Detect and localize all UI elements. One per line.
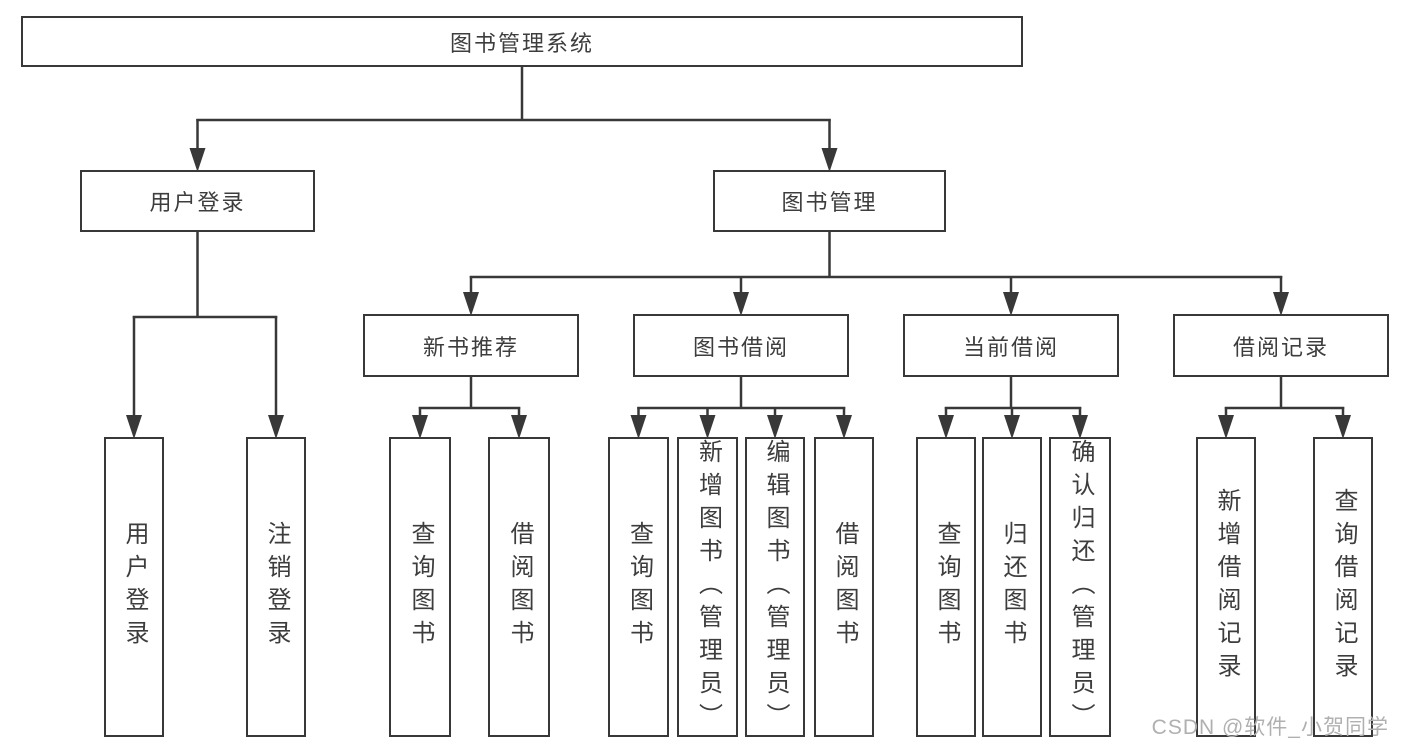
node-label-v-logout: 注销登录: [263, 521, 290, 653]
node-label-v-add-book: 新增图书（管理员）: [694, 439, 722, 736]
node-current-borrow: 当前借阅: [903, 314, 1119, 377]
arrowhead-icon: [733, 292, 749, 316]
node-label-book-mgmt: 图书管理: [781, 190, 878, 215]
arrowhead-icon: [189, 148, 206, 172]
node-v-confirm-return: 确认归还（管理员）: [1049, 437, 1111, 737]
node-v-query-book-1: 查询图书: [389, 437, 451, 737]
node-v-query-book-3: 查询图书: [916, 437, 976, 737]
node-label-borrow-record: 借阅记录: [1232, 334, 1329, 360]
csdn-watermark: CSDN @软件_小贺同学: [1151, 716, 1389, 739]
node-v-add-borrow-record: 新增借阅记录: [1196, 437, 1256, 737]
node-borrow-record: 借阅记录: [1173, 314, 1389, 377]
node-v-query-borrow-record: 查询借阅记录: [1313, 437, 1373, 737]
arrowhead-icon: [630, 415, 647, 439]
node-label-v-edit-book: 编辑图书（管理员）: [762, 439, 789, 736]
node-label-v-borrow-book-1: 借阅图书: [506, 521, 533, 653]
arrowhead-icon: [1218, 415, 1234, 439]
node-new-book-rec: 新书推荐: [363, 314, 579, 377]
node-label-book-borrow: 图书借阅: [692, 334, 789, 360]
node-label-v-query-book-1: 查询图书: [407, 521, 434, 653]
node-v-logout: 注销登录: [246, 437, 306, 737]
arrowhead-icon: [463, 292, 479, 316]
node-label-v-confirm-return: 确认归还（管理员）: [1067, 439, 1094, 736]
arrowhead-icon: [699, 415, 716, 439]
arrowhead-icon: [412, 415, 428, 439]
node-v-add-book: 新增图书（管理员）: [677, 437, 738, 737]
node-v-return-book: 归还图书: [982, 437, 1042, 737]
node-v-borrow-book-1: 借阅图书: [488, 437, 550, 737]
arrowhead-icon: [938, 415, 954, 439]
arrowhead-icon: [268, 415, 284, 439]
node-label-user-login: 用户登录: [149, 190, 246, 215]
node-v-borrow-book-2: 借阅图书: [814, 437, 874, 737]
arrowhead-icon: [1003, 292, 1019, 316]
node-label-v-add-borrow-record: 新增借阅记录: [1213, 488, 1240, 686]
arrowhead-icon: [821, 148, 838, 172]
node-label-v-return-book: 归还图书: [999, 521, 1026, 653]
node-label-v-borrow-book-2: 借阅图书: [831, 521, 858, 653]
node-root: 图书管理系统: [21, 16, 1023, 67]
node-label-v-query-borrow-record: 查询借阅记录: [1330, 488, 1357, 686]
node-label-new-book-rec: 新书推荐: [422, 334, 519, 360]
node-user-login: 用户登录: [80, 170, 315, 232]
arrowhead-icon: [767, 415, 783, 439]
node-label-v-query-book-3: 查询图书: [933, 521, 960, 653]
arrowhead-icon: [1072, 415, 1088, 439]
node-label-current-borrow: 当前借阅: [962, 334, 1059, 360]
arrowhead-icon: [1273, 292, 1289, 316]
node-label-root: 图书管理系统: [449, 30, 594, 56]
node-book-mgmt: 图书管理: [713, 170, 946, 232]
node-book-borrow: 图书借阅: [633, 314, 849, 377]
arrowhead-icon: [511, 415, 527, 439]
node-label-v-query-book-2: 查询图书: [625, 521, 653, 653]
node-v-user-login: 用户登录: [104, 437, 164, 737]
node-v-query-book-2: 查询图书: [608, 437, 669, 737]
node-label-v-user-login: 用户登录: [121, 521, 148, 653]
arrowhead-icon: [1335, 415, 1351, 439]
node-v-edit-book: 编辑图书（管理员）: [745, 437, 805, 737]
arrowhead-icon: [836, 415, 852, 439]
arrowhead-icon: [1004, 415, 1020, 439]
arrowhead-icon: [126, 415, 142, 439]
